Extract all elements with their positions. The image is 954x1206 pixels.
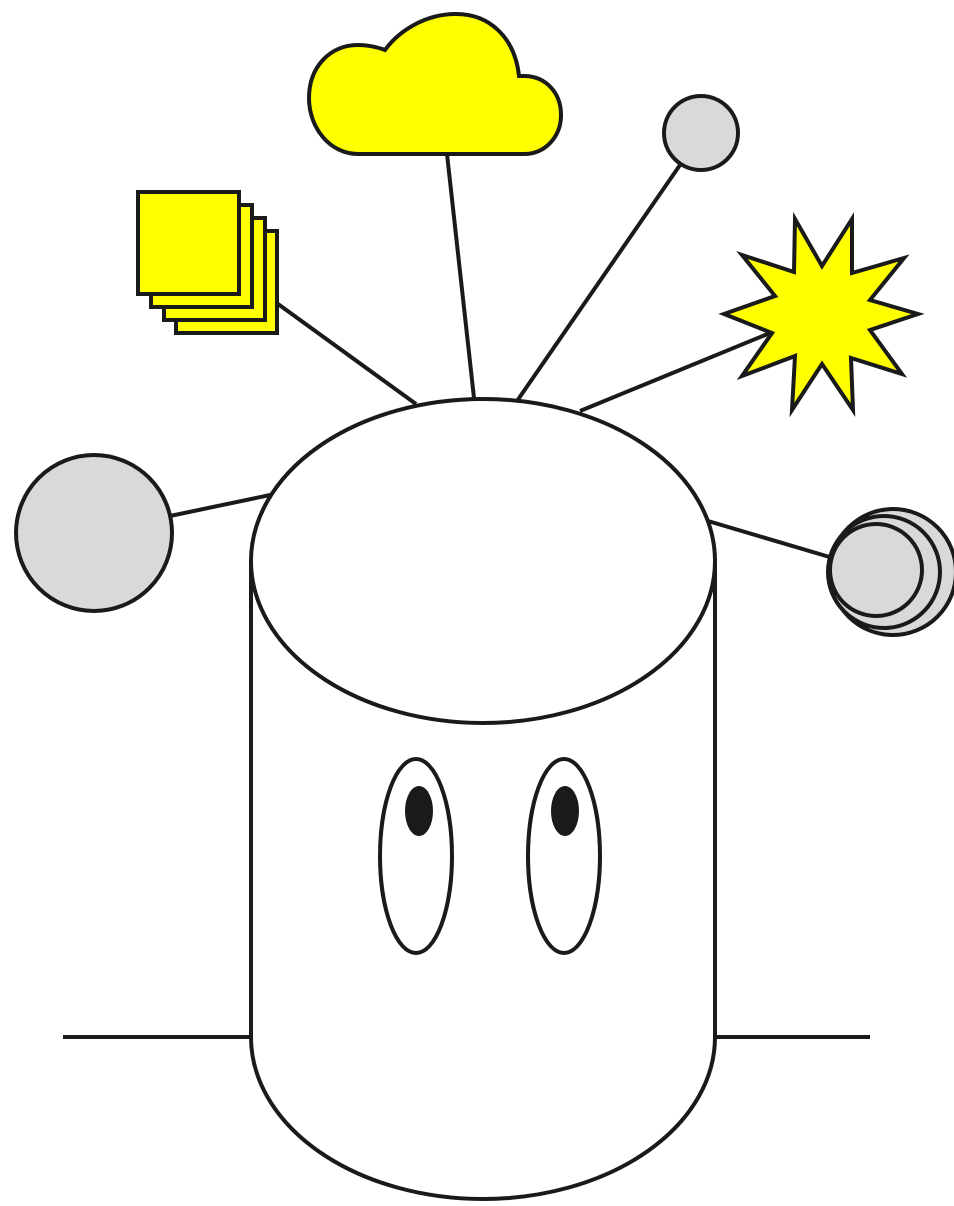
- cloud-node: [306, 11, 564, 156]
- connector-starburst: [579, 331, 771, 413]
- stacked-circle-front: [828, 522, 924, 618]
- database-cylinder: [249, 397, 717, 1201]
- left-eye: [378, 757, 454, 955]
- stacked-circles-node: [826, 507, 954, 637]
- starburst-node: [718, 211, 925, 418]
- face: [378, 757, 602, 955]
- right-eye: [526, 757, 602, 955]
- connector-stacked-squares: [276, 302, 418, 406]
- stacked-squares-node: [136, 190, 279, 335]
- connectors: [169, 153, 834, 560]
- small-circle-node: [662, 94, 740, 172]
- cylinder-body: [249, 559, 717, 1201]
- connector-cloud: [445, 153, 476, 399]
- left-pupil: [405, 786, 433, 836]
- cylinder-top: [249, 397, 717, 725]
- right-pupil: [551, 786, 579, 836]
- connector-small-circle: [515, 163, 682, 403]
- stacked-square-1: [136, 190, 241, 296]
- connector-stacked-circles: [707, 519, 834, 560]
- connector-large-circle: [169, 493, 271, 518]
- large-circle-node: [14, 453, 174, 613]
